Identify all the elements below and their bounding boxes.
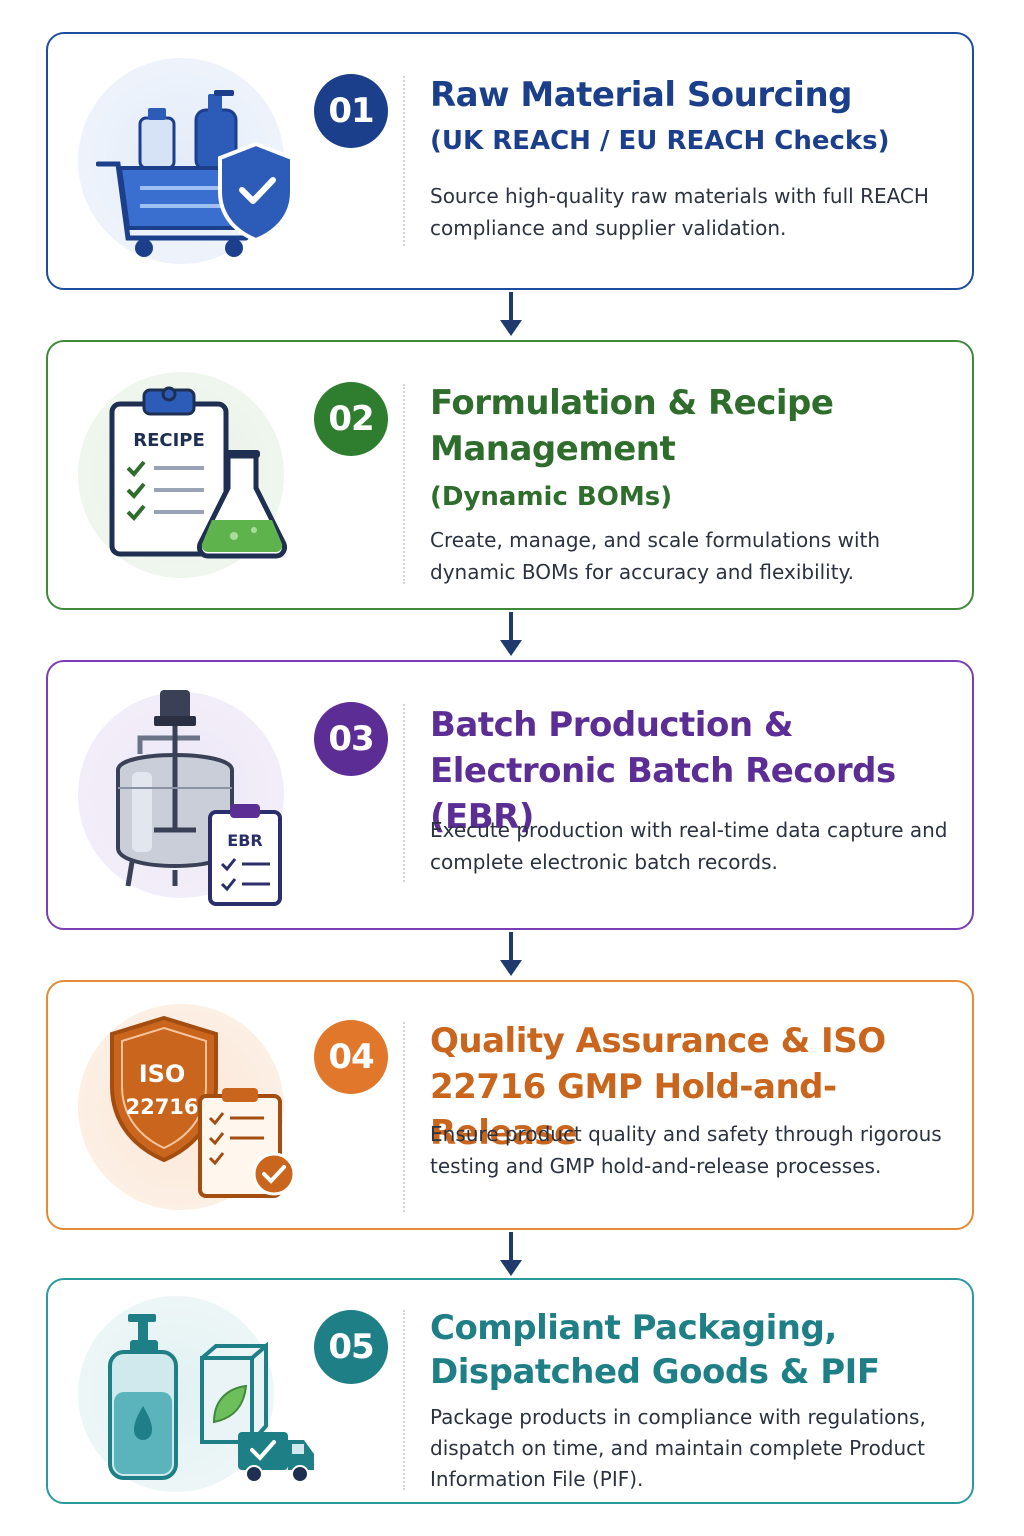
divider	[403, 76, 405, 246]
step-description: Execute production with real-time data c…	[430, 818, 948, 874]
step-title: Quality Assurance & ISO 22716 GMP Hold-a…	[430, 1021, 886, 1153]
ebr-label: EBR	[227, 831, 262, 850]
iso-label: ISO	[139, 1060, 186, 1088]
divider	[403, 1022, 405, 1212]
flow-arrow-icon	[500, 612, 522, 656]
step-title: Compliant Packaging, Dispatched Goods & …	[430, 1308, 880, 1392]
recipe-label: RECIPE	[133, 430, 205, 451]
iso-number-label: 22716	[125, 1095, 198, 1119]
flow-arrow-icon	[500, 292, 522, 336]
step-title: Batch Production & Electronic Batch Reco…	[430, 705, 896, 837]
step-card-1: 01 Raw Material Sourcing (UK REACH / EU …	[46, 32, 974, 290]
step-description: Create, manage, and scale formulations w…	[430, 528, 881, 584]
bottle-box-truck-icon	[108, 1314, 314, 1483]
recipe-clipboard-flask-icon: RECIPE	[109, 386, 287, 559]
step-subtitle: (Dynamic BOMs)	[430, 482, 673, 512]
step-number-badge: 02	[314, 382, 388, 456]
step-card-4: ISO 22716 04 Quality Assurance & ISO 227…	[46, 980, 974, 1230]
step-title: Raw Material Sourcing	[430, 75, 853, 115]
step-number-badge: 05	[314, 1310, 388, 1384]
shopping-cart-shield-icon	[96, 90, 294, 257]
step-description: Ensure product quality and safety throug…	[430, 1122, 942, 1178]
step-description: Source high-quality raw materials with f…	[430, 184, 929, 240]
step-subtitle: (UK REACH / EU REACH Checks)	[430, 126, 890, 156]
divider	[403, 384, 405, 584]
step-number-badge: 04	[314, 1020, 388, 1094]
divider	[403, 704, 405, 882]
step-card-2: RECIPE 02 Formulation & Recipe Managemen…	[46, 340, 974, 610]
flow-arrow-icon	[500, 932, 522, 976]
divider	[403, 1310, 405, 1490]
step-description: Package products in compliance with regu…	[430, 1405, 926, 1491]
step-card-5: 05 Compliant Packaging, Dispatched Goods…	[46, 1278, 974, 1504]
step-title: Formulation & Recipe Management	[430, 383, 834, 469]
step-number-badge: 03	[314, 702, 388, 776]
step-card-3: EBR 03 Batch Production & Electronic Bat…	[46, 660, 974, 930]
mixing-tank-ebr-icon: EBR	[116, 690, 282, 906]
flow-arrow-icon	[500, 1232, 522, 1276]
step-number-badge: 01	[314, 74, 388, 148]
iso-shield-checklist-icon: ISO 22716	[110, 1015, 296, 1198]
